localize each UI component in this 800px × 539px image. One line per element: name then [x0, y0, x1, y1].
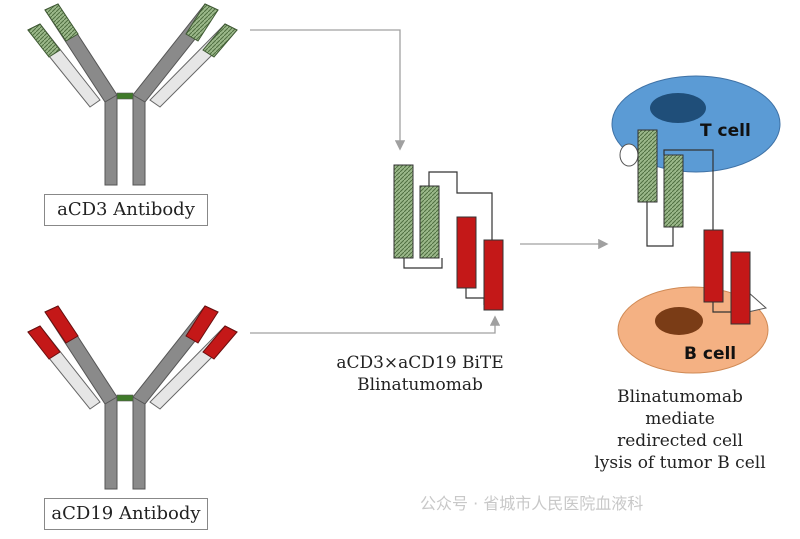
watermark: 公众号 · 省城市人民医院血液科: [420, 494, 644, 513]
b-cell-label: B cell: [684, 344, 737, 364]
bound-bite-molecule: [637, 129, 751, 325]
result-caption-line4: lysis of tumor B cell: [594, 453, 766, 473]
result-caption-line1: Blinatumomab: [617, 387, 743, 407]
acd3-antibody-label: aCD3 Antibody: [44, 194, 208, 226]
acd19-antibody: [27, 305, 238, 490]
bite-caption-line2: Blinatumomab: [357, 375, 483, 395]
result-caption-line2: mediate: [645, 409, 715, 429]
acd19-antibody-label: aCD19 Antibody: [44, 498, 208, 530]
t-cell: [611, 75, 781, 173]
result-caption-line3: redirected cell: [617, 431, 743, 451]
bite-caption: aCD3×aCD19 BiTE Blinatumomab: [300, 352, 540, 396]
bite-caption-line1: aCD3×aCD19 BiTE: [336, 353, 504, 373]
acd3-antibody: [27, 3, 238, 186]
arrow-acd19-to-bite: [250, 315, 501, 334]
arrow-acd3-to-bite: [250, 29, 406, 151]
bite-molecule: [393, 164, 504, 311]
t-cell-label: T cell: [700, 121, 751, 141]
result-caption: Blinatumomab mediate redirected cell lys…: [580, 386, 780, 474]
